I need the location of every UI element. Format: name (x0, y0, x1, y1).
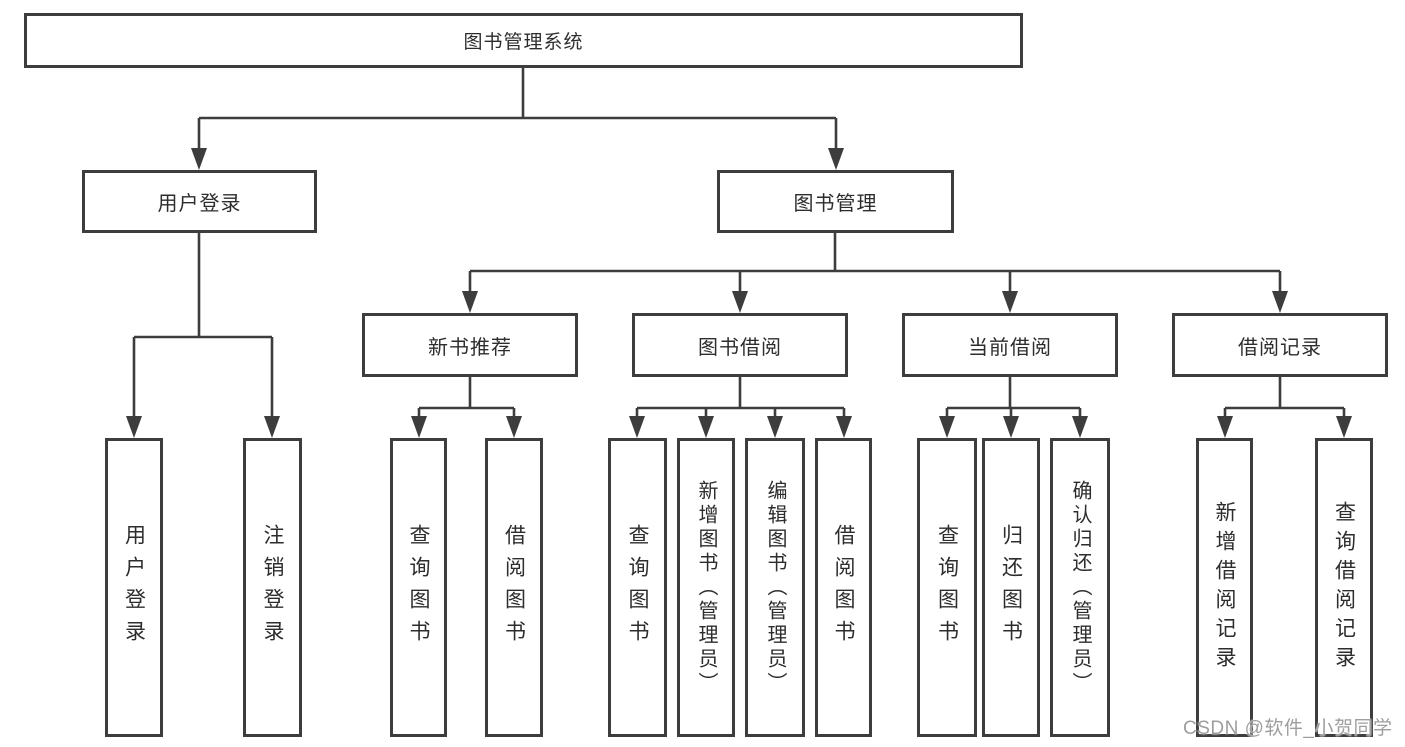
leaf-user-login: 用户登录 (105, 438, 163, 737)
node-book-management: 图书管理 (717, 170, 954, 233)
csdn-watermark: CSDN @软件_小贺同学 (1183, 718, 1393, 739)
leaf-records-query-borrow-record: 查询借阅记录 (1315, 438, 1373, 737)
leaf-records-query-borrow-record-label: 查询借阅记录 (1332, 500, 1356, 675)
leaf-logout: 注销登录 (243, 438, 302, 737)
node-new-book-recommend: 新书推荐 (362, 313, 578, 377)
node-current-borrowing: 当前借阅 (902, 313, 1118, 377)
leaf-current-return-books: 归还图书 (982, 438, 1040, 737)
leaf-newbook-borrow-books-label: 借阅图书 (502, 523, 526, 652)
leaf-newbook-query-books: 查询图书 (390, 438, 447, 737)
leaf-current-return-books-label: 归还图书 (999, 523, 1023, 652)
leaf-current-query-books: 查询图书 (917, 438, 977, 737)
leaf-newbook-query-books-label: 查询图书 (407, 523, 430, 652)
leaf-records-add-borrow-record-label: 新增借阅记录 (1213, 500, 1236, 675)
leaf-borrow-query-books-label: 查询图书 (626, 523, 649, 652)
node-user-login-label: 用户登录 (157, 193, 242, 215)
leaf-borrow-borrow-books: 借阅图书 (815, 438, 872, 737)
leaf-logout-label: 注销登录 (261, 523, 284, 652)
root-node-label: 图书管理系统 (463, 32, 584, 53)
node-user-login: 用户登录 (82, 170, 317, 233)
leaf-current-confirm-return-admin: 确认归还（管理员） (1050, 438, 1110, 737)
root-node-library-management-system: 图书管理系统 (24, 13, 1023, 68)
leaf-borrow-query-books: 查询图书 (608, 438, 667, 737)
leaf-user-login-label: 用户登录 (122, 523, 146, 652)
node-new-book-recommend-label: 新书推荐 (428, 336, 512, 359)
leaf-newbook-borrow-books: 借阅图书 (485, 438, 543, 737)
node-book-borrowing-label: 图书借阅 (698, 336, 782, 359)
leaf-current-confirm-return-admin-label: 确认归还（管理员） (1069, 479, 1091, 696)
node-borrowing-records: 借阅记录 (1172, 313, 1388, 377)
leaf-borrow-edit-books-admin: 编辑图书（管理员） (745, 438, 805, 737)
leaf-current-query-books-label: 查询图书 (935, 523, 959, 652)
leaf-borrow-borrow-books-label: 借阅图书 (832, 523, 855, 652)
node-book-borrowing: 图书借阅 (632, 313, 848, 377)
node-current-borrowing-label: 当前借阅 (968, 336, 1052, 359)
node-borrowing-records-label: 借阅记录 (1238, 336, 1322, 359)
leaf-borrow-add-books-admin: 新增图书（管理员） (677, 438, 735, 737)
node-book-management-label: 图书管理 (793, 193, 878, 215)
leaf-borrow-edit-books-admin-label: 编辑图书（管理员） (764, 479, 786, 696)
leaf-borrow-add-books-admin-label: 新增图书（管理员） (695, 479, 717, 696)
leaf-records-add-borrow-record: 新增借阅记录 (1196, 438, 1253, 737)
